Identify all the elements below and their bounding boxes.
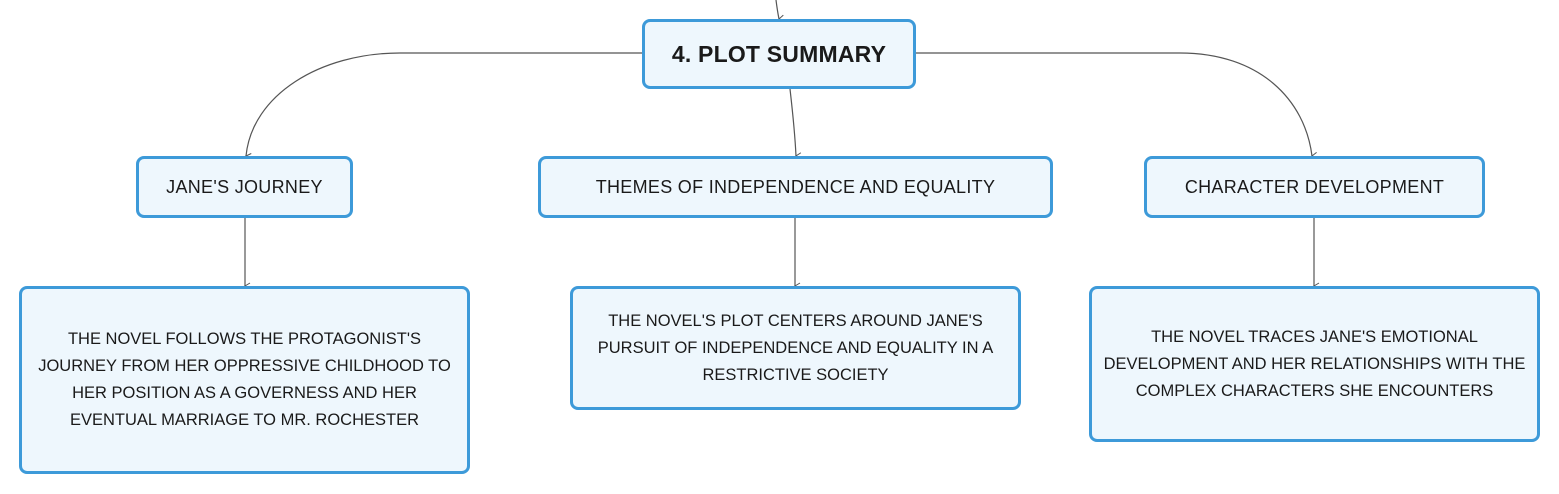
branch-node-label: THEMES OF INDEPENDENCE AND EQUALITY [595, 176, 996, 197]
branch-node-label: CHARACTER DEVELOPMENT [1184, 176, 1445, 197]
root-node-label: 4. PLOT SUMMARY [671, 40, 887, 67]
branch-node-character-development[interactable]: CHARACTER DEVELOPMENT [1144, 156, 1485, 218]
branch-node-janes-journey[interactable]: JANE'S JOURNEY [136, 156, 353, 218]
branch-node-label: JANE'S JOURNEY [166, 176, 323, 197]
connector-root-to-branch-3 [916, 52, 1318, 159]
detail-node-character-development[interactable]: THE NOVEL TRACES JANE'S EMOTIONAL DEVELO… [1089, 286, 1540, 442]
connector-parent-to-root [775, 0, 785, 22]
detail-node-janes-journey[interactable]: THE NOVEL FOLLOWS THE PROTAGONIST'S JOUR… [19, 286, 470, 474]
detail-node-text: THE NOVEL'S PLOT CENTERS AROUND JANE'S P… [597, 311, 994, 384]
root-node[interactable]: 4. PLOT SUMMARY [642, 19, 916, 89]
connector-root-to-branch-2 [789, 88, 802, 160]
connector-root-to-branch-1 [245, 52, 642, 160]
detail-node-text: THE NOVEL TRACES JANE'S EMOTIONAL DEVELO… [1103, 327, 1526, 400]
detail-node-text: THE NOVEL FOLLOWS THE PROTAGONIST'S JOUR… [38, 330, 451, 429]
branch-node-themes[interactable]: THEMES OF INDEPENDENCE AND EQUALITY [538, 156, 1053, 218]
detail-node-themes[interactable]: THE NOVEL'S PLOT CENTERS AROUND JANE'S P… [570, 286, 1021, 410]
